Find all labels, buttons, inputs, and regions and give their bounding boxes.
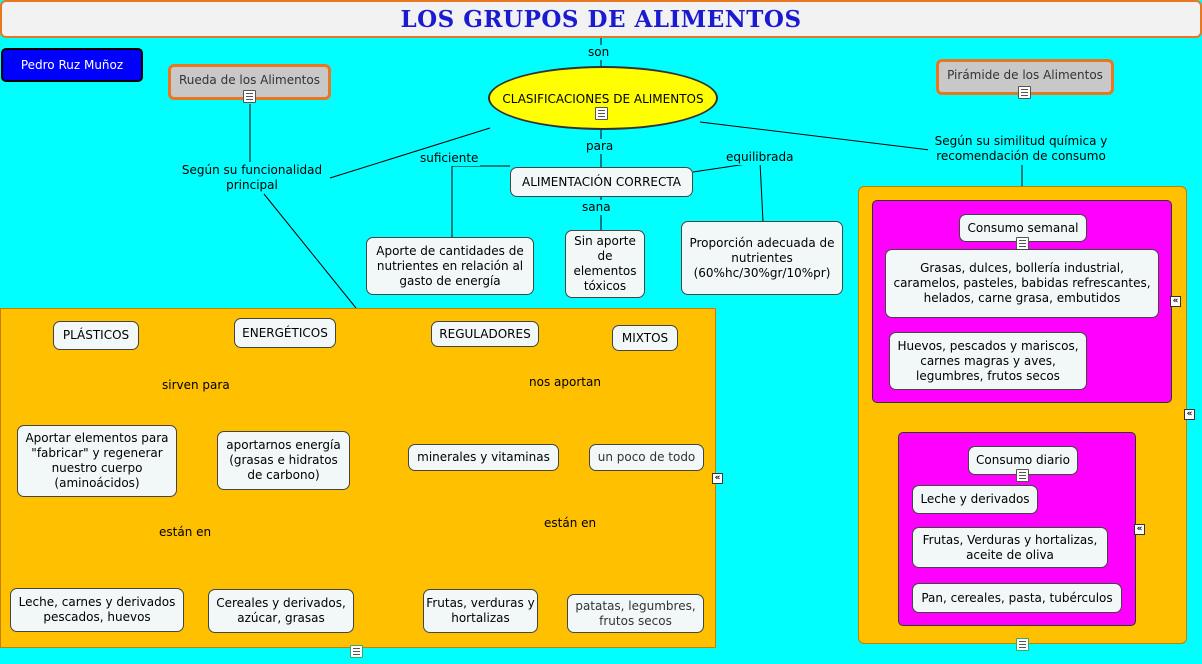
aportarnos-energia-node[interactable]: aportarnos energía (grasas e hidratos de… (217, 431, 350, 490)
document-icon[interactable] (1018, 86, 1031, 99)
minerales-label: minerales y vitaminas (417, 450, 550, 464)
aportarnos-energia-label: aportarnos energía (grasas e hidratos de… (226, 438, 341, 482)
link-sirven-para: sirven para (160, 378, 232, 393)
clasificaciones-label: CLASIFICACIONES DE ALIMENTOS (502, 92, 704, 106)
reguladores-label: REGULADORES (439, 326, 531, 341)
link-sana: sana (580, 200, 613, 215)
link-estan-en-left: están en (157, 525, 214, 540)
energeticos-label: ENERGÉTICOS (242, 325, 328, 340)
proporcion-label: Proporción adecuada de nutrientes (60%hc… (689, 235, 835, 280)
piramide-label: Pirámide de los Alimentos (947, 68, 1103, 82)
leche-derivados-node[interactable]: Leche y derivados (912, 485, 1038, 514)
plasticos-label: PLÁSTICOS (62, 328, 130, 342)
leche-derivados-label: Leche y derivados (920, 492, 1030, 506)
expand-icon[interactable]: « (1134, 524, 1145, 535)
consumo-semanal-label: Consumo semanal (967, 220, 1079, 235)
grasas-dulces-node[interactable]: Grasas, dulces, bollería industrial, car… (885, 249, 1159, 318)
sin-aporte-node[interactable]: Sin aporte de elementos tóxicos (565, 230, 645, 298)
expand-icon[interactable]: « (1184, 409, 1195, 420)
cereales-node[interactable]: Cereales y derivados, azúcar, grasas (208, 589, 354, 633)
consumo-diario-label: Consumo diario (976, 453, 1070, 467)
rueda-resource[interactable]: Rueda de los Alimentos (168, 64, 331, 100)
link-nos-aportan: nos aportan (527, 375, 603, 390)
huevos-node[interactable]: Huevos, pescados y mariscos, carnes magr… (889, 332, 1087, 390)
aportar-elementos-label: Aportar elementos para "fabricar" y rege… (25, 431, 169, 490)
pan-label: Pan, cereales, pasta, tubérculos (921, 590, 1113, 605)
mixtos-node[interactable]: MIXTOS (612, 325, 678, 351)
huevos-label: Huevos, pescados y mariscos, carnes magr… (897, 338, 1079, 383)
poco-todo-node[interactable]: un poco de todo (589, 444, 704, 471)
aporte-node[interactable]: Aporte de cantidades de nutrientes en re… (366, 237, 534, 295)
link-para: para (584, 139, 616, 154)
link-equilibrada: equilibrada (724, 150, 796, 165)
document-icon[interactable] (243, 90, 256, 103)
link-similitud: Según su similitud química y recomendaci… (928, 134, 1114, 164)
frutas-aceite-label: Frutas, Verduras y hortalizas, aceite de… (922, 532, 1098, 562)
alimentacion-label: ALIMENTACIÓN CORRECTA (522, 174, 681, 189)
reguladores-node[interactable]: REGULADORES (431, 321, 539, 347)
author-badge: Pedro Ruz Muñoz (1, 48, 143, 82)
sin-aporte-label: Sin aporte de elementos tóxicos (573, 234, 637, 293)
frutas-label: Frutas, verduras y hortalizas (426, 596, 535, 625)
patatas-label: patatas, legumbres, frutos secos (575, 598, 696, 628)
mixtos-label: MIXTOS (621, 330, 669, 345)
frutas-node[interactable]: Frutas, verduras y hortalizas (423, 589, 538, 633)
expand-icon[interactable]: « (712, 473, 723, 484)
minerales-node[interactable]: minerales y vitaminas (408, 444, 559, 471)
aportar-elementos-node[interactable]: Aportar elementos para "fabricar" y rege… (17, 425, 177, 497)
poco-todo-label: un poco de todo (597, 450, 696, 464)
expand-icon[interactable]: « (1170, 296, 1181, 307)
map-title: LOS GRUPOS DE ALIMENTOS (0, 0, 1202, 38)
author-name: Pedro Ruz Muñoz (20, 58, 124, 72)
document-icon[interactable] (1016, 469, 1029, 482)
link-suficiente: suficiente (418, 151, 481, 166)
aporte-label: Aporte de cantidades de nutrientes en re… (376, 243, 524, 288)
link-son: son (586, 45, 612, 60)
cereales-label: Cereales y derivados, azúcar, grasas (216, 596, 346, 625)
clasificaciones-node[interactable]: CLASIFICACIONES DE ALIMENTOS (488, 66, 718, 130)
patatas-node[interactable]: patatas, legumbres, frutos secos (567, 594, 704, 633)
proporcion-node[interactable]: Proporción adecuada de nutrientes (60%hc… (681, 221, 843, 295)
title-text: LOS GRUPOS DE ALIMENTOS (400, 5, 802, 33)
leche-carnes-node[interactable]: Leche, carnes y derivados pescados, huev… (10, 588, 184, 632)
link-estan-en-mid: están en (542, 516, 599, 531)
rueda-label: Rueda de los Alimentos (179, 73, 320, 87)
alimentacion-node[interactable]: ALIMENTACIÓN CORRECTA (510, 167, 693, 197)
grasas-dulces-label: Grasas, dulces, bollería industrial, car… (893, 261, 1151, 305)
plasticos-node[interactable]: PLÁSTICOS (53, 321, 139, 350)
document-icon[interactable] (595, 107, 608, 120)
frutas-aceite-node[interactable]: Frutas, Verduras y hortalizas, aceite de… (912, 527, 1108, 568)
image-icon[interactable] (350, 645, 363, 658)
energeticos-node[interactable]: ENERGÉTICOS (234, 318, 336, 348)
leche-carnes-label: Leche, carnes y derivados pescados, huev… (18, 595, 176, 624)
link-funcionalidad: Según su funcionalidad principal (176, 163, 328, 193)
pan-node[interactable]: Pan, cereales, pasta, tubérculos (912, 583, 1122, 613)
image-icon[interactable] (1016, 638, 1029, 651)
